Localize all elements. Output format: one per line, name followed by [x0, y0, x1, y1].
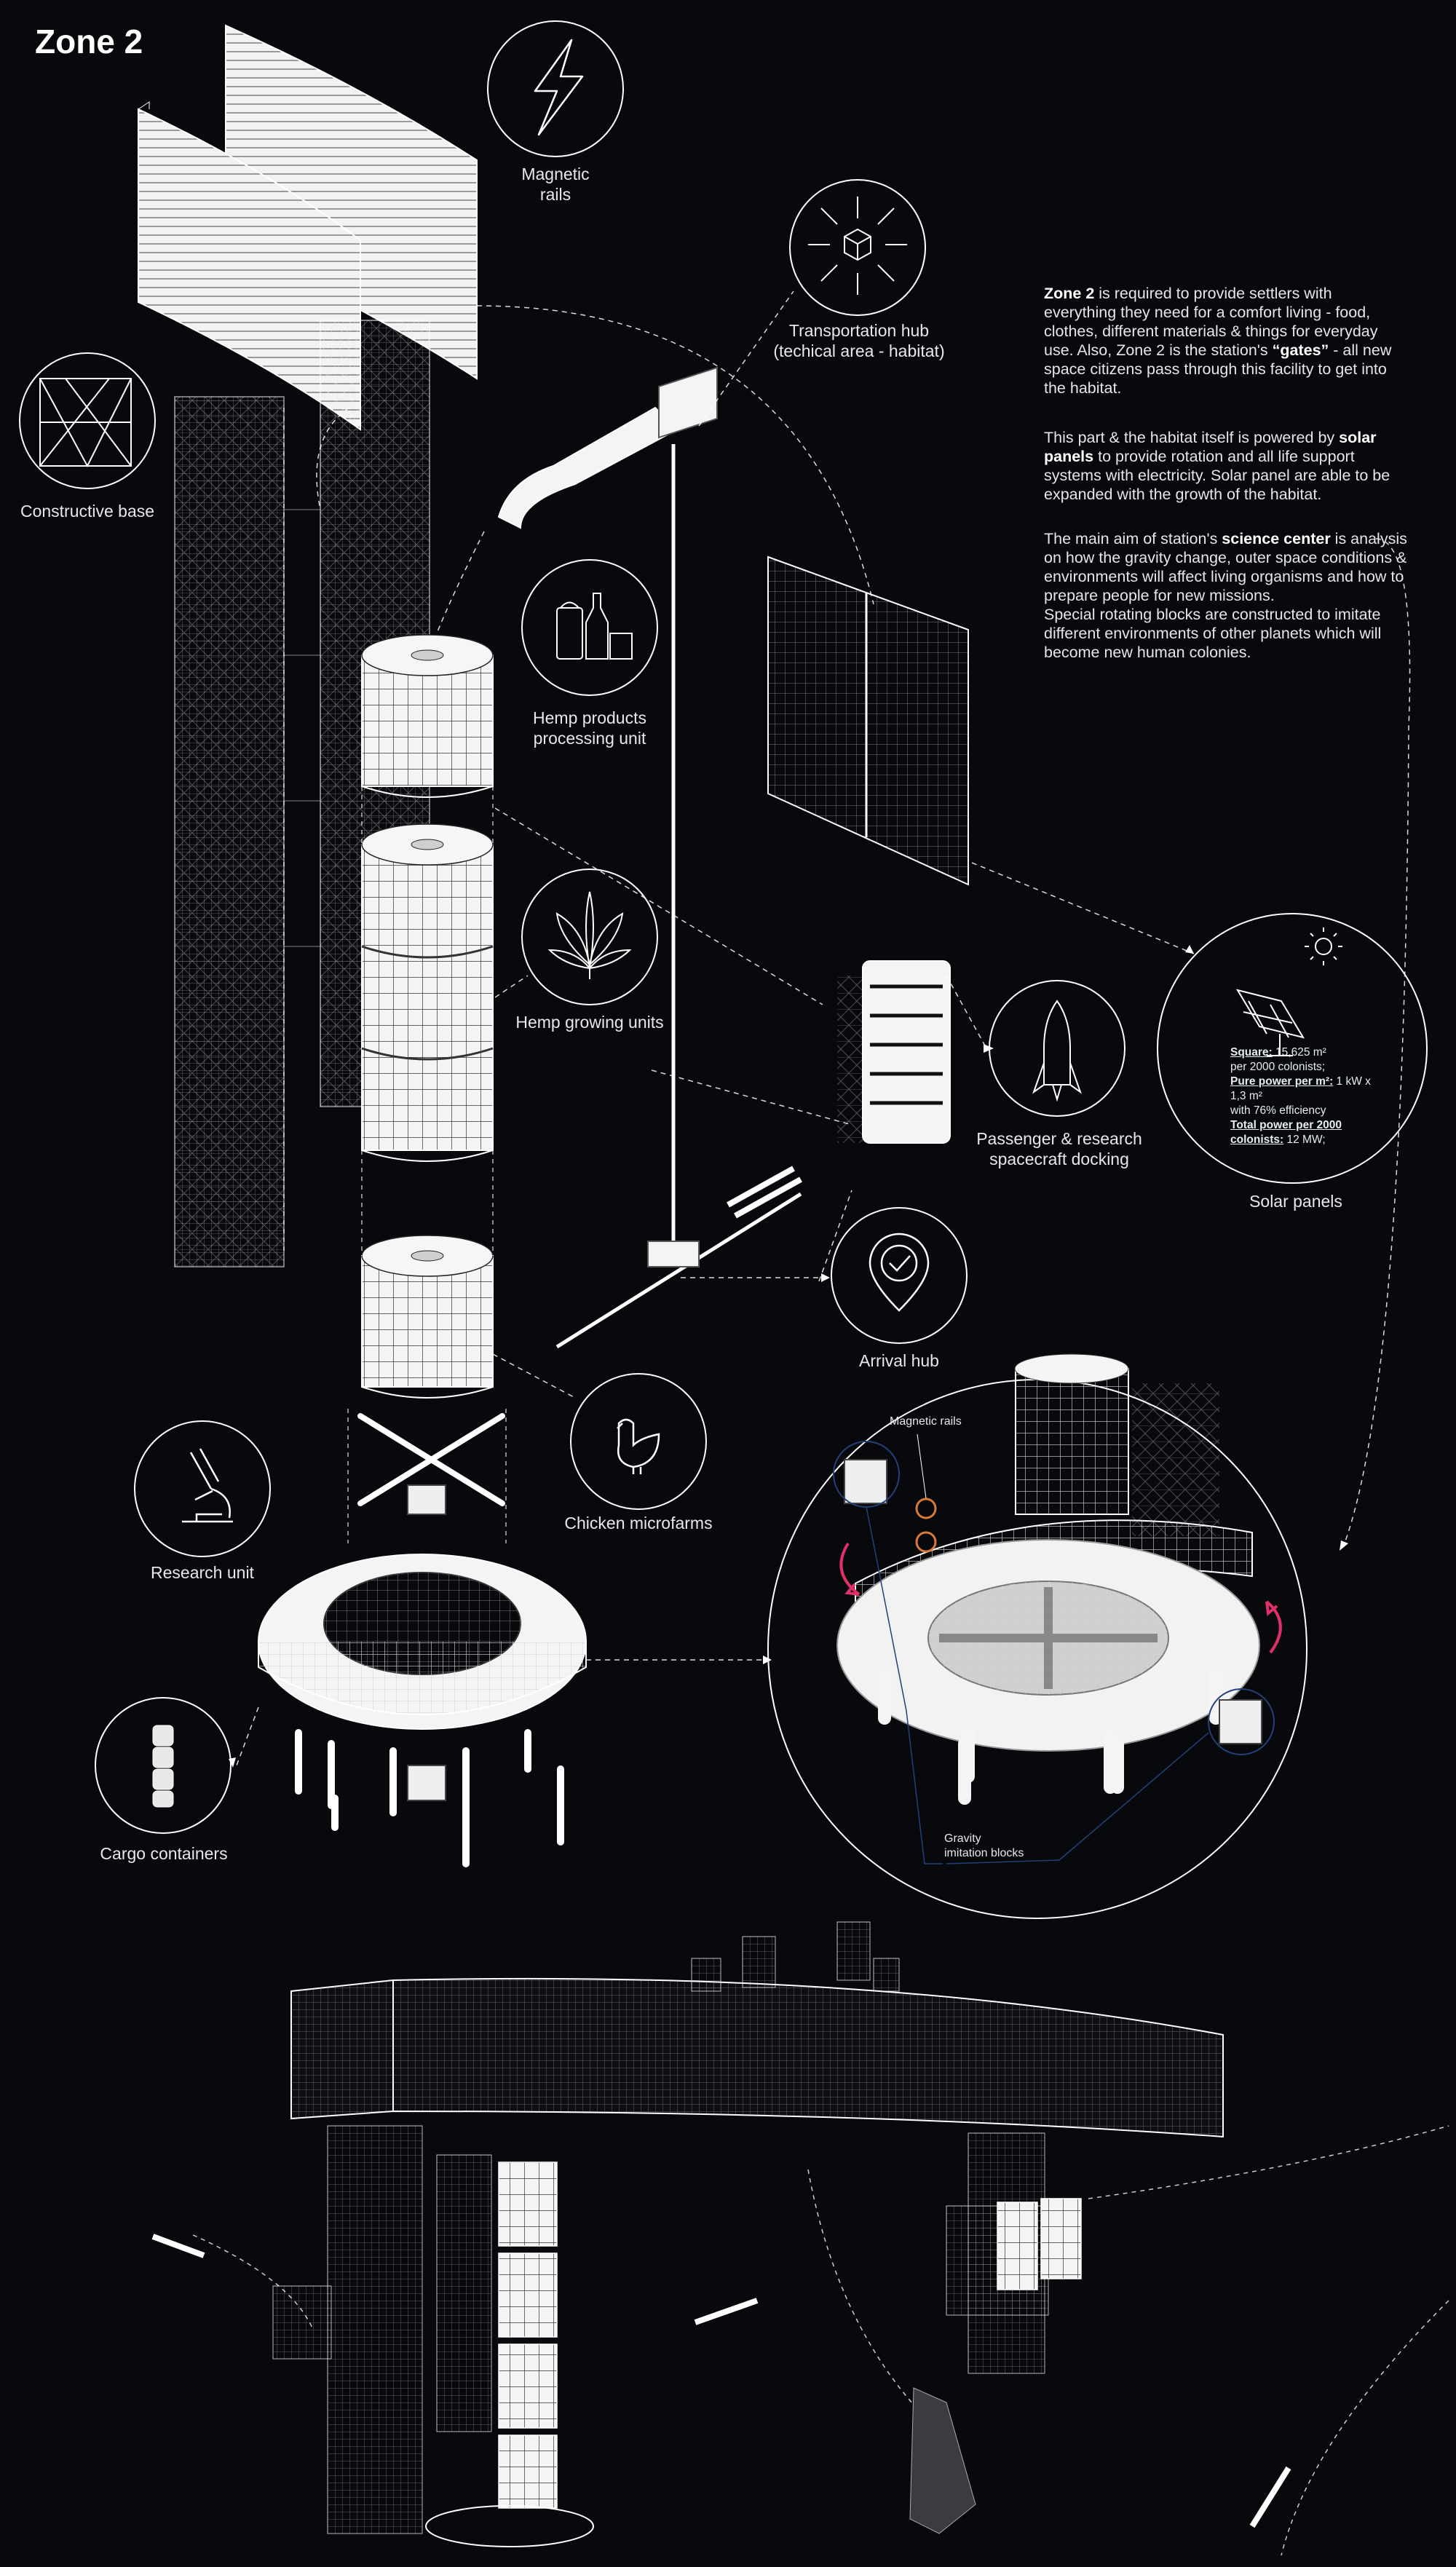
description-paragraph-2: This part & the habitat itself is powere… — [1044, 428, 1408, 504]
solar-spec-block: Square: 15,625 m² per 2000 colonists; Pu… — [1230, 1045, 1383, 1147]
spec-label: Pure power per m²: — [1230, 1075, 1334, 1088]
label-transportation-hub: Transportation hub (techical area - habi… — [757, 320, 961, 361]
spec-value: 1 kW x 1,3 m² — [1230, 1075, 1371, 1102]
docking-module — [837, 960, 951, 1144]
label-line: Passenger & research — [976, 1129, 1142, 1148]
label-line: (techical area - habitat) — [773, 341, 945, 360]
chicken-icon — [617, 1418, 660, 1474]
paragraph-text: Special rotating blocks are constructed … — [1044, 606, 1382, 661]
label-gravity-blocks: Gravity imitation blocks — [944, 1832, 1090, 1861]
hemp-processing-cylinder — [361, 634, 494, 798]
label-solar-panels: Solar panels — [1249, 1192, 1342, 1211]
label-docking: Passenger & research spacecraft docking — [965, 1128, 1154, 1169]
label-magnetic-rails: Magnetic rails — [512, 164, 599, 205]
cross-connector — [357, 1413, 505, 1515]
paragraph-text: - all new space citizens pass through th… — [1044, 341, 1392, 397]
label-line: Hemp products — [533, 708, 646, 727]
label-line: Magnetic — [521, 165, 590, 183]
solar-panel-array — [767, 555, 969, 886]
paragraph-text: This part & the habitat itself is powere… — [1044, 429, 1340, 446]
arrival-shuttle — [555, 1166, 802, 1349]
alignment-guides — [283, 408, 507, 1543]
page-title: Zone 2 — [35, 23, 143, 60]
truss-triangles-icon — [39, 378, 132, 468]
spec-label: Square: — [1230, 1046, 1273, 1059]
description-paragraph-1: Zone 2 is required to provide settlers w… — [1044, 284, 1408, 397]
bold-term: Zone 2 — [1044, 285, 1095, 302]
magnetic-rails-illustration — [138, 24, 478, 431]
label-hemp-processing: Hemp products processing unit — [524, 708, 655, 748]
lightning-icon — [534, 39, 584, 136]
connector-arrowheads — [229, 945, 1348, 1768]
connector-lines — [236, 290, 1411, 1766]
cannabis-leaf-icon — [547, 891, 632, 979]
label-line: Transportation hub — [788, 321, 930, 340]
spec-label: Total power per 2000 colonists: — [1230, 1119, 1342, 1146]
station-overview — [151, 1921, 1449, 2556]
label-constructive-base: Constructive base — [20, 502, 155, 521]
hub-arrows-icon — [808, 197, 907, 295]
paragraph-text: The main aim of station's — [1044, 530, 1222, 547]
spec-value: 12 MW; — [1283, 1134, 1326, 1146]
label-chicken-microfarms: Chicken microfarms — [564, 1514, 713, 1532]
label-line: spacecraft docking — [989, 1150, 1129, 1168]
label-cargo-containers: Cargo containers — [100, 1844, 228, 1863]
bottles-icon — [556, 593, 633, 660]
hemp-growing-cylinders — [361, 823, 494, 1162]
label-detail-magnetic-rails: Magnetic rails — [890, 1415, 962, 1428]
bold-term: solar panels — [1044, 429, 1377, 465]
chicken-microfarm-cylinder — [361, 1235, 494, 1399]
label-arrival-hub: Arrival hub — [859, 1351, 939, 1370]
label-research-unit: Research unit — [151, 1563, 254, 1582]
spec-note: per 2000 colonists; — [1230, 1061, 1326, 1073]
label-line: imitation blocks — [944, 1847, 1024, 1859]
label-hemp-growing: Hemp growing units — [515, 1013, 664, 1032]
detail-view — [767, 1353, 1307, 1919]
transportation-hub-module — [497, 366, 718, 1256]
paragraph-text: is analysis on how the gravity change, o… — [1044, 530, 1407, 604]
research-ring — [258, 1554, 587, 1867]
spec-note: with 76% efficiency — [1230, 1104, 1326, 1117]
bold-term: science center — [1222, 530, 1331, 547]
check-pin-icon — [869, 1233, 930, 1312]
paragraph-text: is required to provide settlers with eve… — [1044, 285, 1378, 359]
spec-value: 15,625 m² — [1272, 1046, 1326, 1059]
solar-sun-icon — [1235, 927, 1342, 1056]
microscope-icon — [182, 1448, 233, 1523]
label-line: rails — [539, 185, 571, 204]
icon-circles — [19, 20, 1428, 1834]
rocket-icon — [1032, 1000, 1082, 1102]
label-line: Gravity — [944, 1832, 981, 1845]
description-paragraph-3: The main aim of station's science center… — [1044, 529, 1408, 662]
paragraph-text: to provide rotation and all life support… — [1044, 448, 1390, 503]
cargo-stack-icon — [152, 1725, 174, 1808]
bold-term: “gates” — [1272, 341, 1329, 359]
label-line: processing unit — [533, 729, 646, 748]
